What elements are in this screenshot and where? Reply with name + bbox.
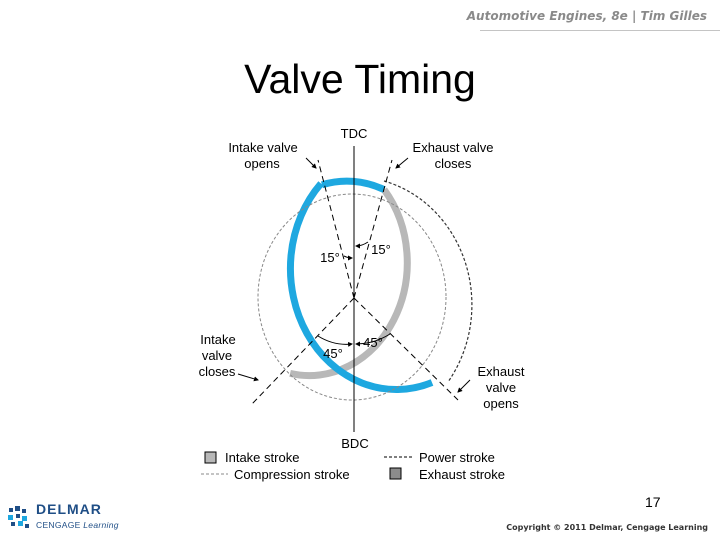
slide-title: Valve Timing	[244, 56, 476, 102]
delmar-logo-mark	[8, 506, 29, 528]
power-stroke-path	[383, 180, 473, 383]
exhaust-opens-leader	[457, 379, 471, 393]
intake-open-line	[317, 159, 355, 299]
intake-closes-label-3: closes	[199, 364, 236, 379]
legend-intake-swatch	[204, 451, 217, 464]
intake-stroke-arc-outer	[286, 181, 434, 393]
exhaust-open-line	[353, 297, 459, 401]
header-credit: Automotive Engines, 8e | Tim Gilles	[466, 9, 707, 23]
delmar-cengage-logo: DELMAR CENGAGE Learning	[7, 500, 132, 536]
legend-exhaust-swatch	[389, 467, 402, 480]
tdc-label: TDC	[341, 126, 368, 141]
intake-close-line	[251, 297, 355, 405]
intake-opens-leader	[305, 157, 317, 169]
legend-compression-label: Compression stroke	[234, 467, 350, 482]
angle-arc-top-right	[355, 241, 369, 249]
angle-label-bottom-left: 45°	[323, 346, 343, 361]
compression-stroke-path	[257, 193, 447, 401]
logo-subline: CENGAGE Learning	[36, 520, 119, 530]
legend-power-label: Power stroke	[419, 450, 495, 465]
exhaust-closes-leader	[395, 157, 409, 169]
logo-sub-b: Learning	[83, 520, 119, 530]
angle-label-top-right: 15°	[371, 242, 391, 257]
logo-sub-a: CENGAGE	[36, 520, 81, 530]
angle-arc-bottom-left	[317, 335, 353, 347]
intake-closes-label-1: Intake	[200, 332, 235, 347]
intake-closes-leader	[237, 373, 259, 382]
copyright-notice: Copyright © 2011 Delmar, Cengage Learnin…	[506, 523, 708, 532]
legend: Intake stroke Power stroke Compression s…	[201, 450, 505, 482]
angle-label-bottom-right: 45°	[363, 335, 383, 350]
exhaust-close-line	[353, 159, 393, 299]
exhaust-stroke-arc	[289, 187, 411, 380]
angle-label-top-left: 15°	[320, 250, 340, 265]
page-number: 17	[645, 494, 661, 510]
exhaust-closes-label-1: Exhaust valve	[413, 140, 494, 155]
exhaust-closes-label-2: closes	[435, 156, 472, 171]
angle-arc-top-left	[343, 255, 353, 261]
exhaust-opens-label-1: Exhaust	[478, 364, 525, 379]
bdc-label: BDC	[341, 436, 368, 451]
header-divider	[480, 30, 720, 31]
intake-opens-label-1: Intake valve	[228, 140, 297, 155]
intake-opens-label-2: opens	[244, 156, 280, 171]
legend-exhaust-label: Exhaust stroke	[419, 467, 505, 482]
legend-intake-label: Intake stroke	[225, 450, 299, 465]
logo-brand: DELMAR	[36, 501, 102, 517]
exhaust-opens-label-2: valve	[486, 380, 516, 395]
intake-closes-label-2: valve	[202, 348, 232, 363]
intake-stroke-arc	[320, 177, 386, 193]
exhaust-opens-label-3: opens	[483, 396, 519, 411]
angle-arc-bottom-right	[355, 333, 391, 347]
